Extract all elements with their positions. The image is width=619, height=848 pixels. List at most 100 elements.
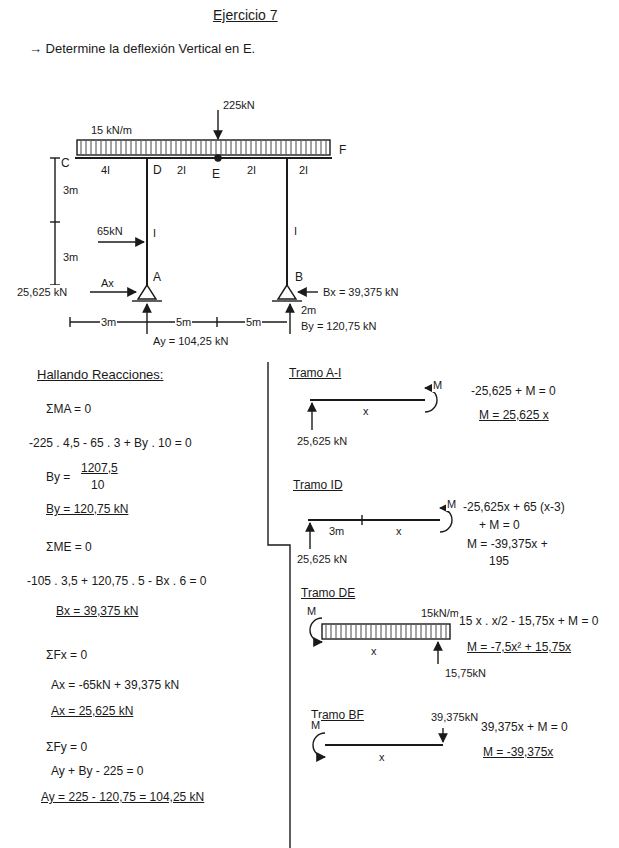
statement-text: → Determine la deflexión Vertical en E. (28, 42, 256, 56)
load-hatch (196, 141, 197, 154)
load-hatch (151, 141, 152, 154)
load-hatch (191, 141, 192, 154)
inertia-label: 2I (176, 163, 187, 177)
load-hatch (411, 625, 412, 638)
load-hatch (246, 141, 247, 154)
load-hatch (281, 141, 282, 154)
load-hatch (326, 141, 327, 154)
moment-arrow (310, 618, 322, 642)
reaction-arrow (90, 291, 136, 292)
load-hatch (81, 141, 82, 154)
reaction-value: By = 120,75 kN (300, 319, 378, 333)
section-heading: Tramo DE (300, 586, 356, 600)
result-text: M = -39,375x (482, 745, 554, 759)
column (286, 158, 288, 285)
equation-text: Ay + By - 225 = 0 (50, 764, 145, 778)
equation-text: -25,625 + M = 0 (470, 384, 557, 398)
axis-label: x (362, 404, 370, 418)
load-hatch (236, 141, 237, 154)
load-hatch (106, 141, 107, 154)
load-hatch (176, 141, 177, 154)
load-label: 15 kN/m (90, 123, 133, 137)
load-hatch (111, 141, 112, 154)
load-hatch (296, 141, 297, 154)
load-label: 15kN/m (420, 606, 460, 620)
equation-text: ΣFy = 0 (45, 740, 88, 754)
force-arrow (442, 728, 443, 742)
section-heading: Tramo A-I (288, 366, 342, 380)
result-text: M = 25,625 x (478, 408, 550, 422)
load-arrow (98, 241, 144, 242)
distributed-load (322, 624, 450, 639)
load-hatch (436, 625, 437, 638)
reaction-arrow (298, 291, 318, 292)
result-text: 195 (488, 554, 510, 568)
load-hatch (356, 625, 357, 638)
load-hatch (366, 625, 367, 638)
load-hatch (336, 625, 337, 638)
dimension-label: 3m (328, 524, 345, 538)
load-hatch (241, 141, 242, 154)
equation-text: ΣME = 0 (45, 540, 93, 554)
load-hatch (226, 141, 227, 154)
reaction-arrow (146, 304, 147, 334)
load-hatch (346, 625, 347, 638)
load-hatch (341, 625, 342, 638)
load-hatch (121, 141, 122, 154)
load-hatch (166, 141, 167, 154)
load-hatch (381, 625, 382, 638)
load-label: 225kN (222, 98, 256, 112)
ground-line (272, 300, 302, 301)
dimension-tick (50, 157, 60, 158)
load-hatch (301, 141, 302, 154)
node-letter: F (338, 143, 347, 157)
axis-label: x (395, 524, 403, 538)
load-hatch (416, 625, 417, 638)
load-hatch (316, 141, 317, 154)
load-hatch (211, 141, 212, 154)
result-text: M = -7,5x² + 15,75x (466, 640, 572, 654)
load-hatch (251, 141, 252, 154)
load-hatch (86, 141, 87, 154)
equation-text: ΣFx = 0 (45, 648, 88, 662)
load-hatch (96, 141, 97, 154)
equation-text: 39,375x + M = 0 (480, 720, 569, 734)
pin-support (278, 285, 296, 299)
equation-text: 15 x . x/2 - 15,75x + M = 0 (458, 614, 599, 628)
section-heading: Hallando Reacciones: (36, 368, 164, 382)
load-hatch (321, 141, 322, 154)
load-hatch (101, 141, 102, 154)
result-text: Bx = 39,375 kN (55, 604, 139, 618)
load-hatch (291, 141, 292, 154)
inertia-label: 2I (246, 163, 257, 177)
dimension-tick (50, 221, 60, 222)
moment-arrow (313, 733, 325, 757)
load-hatch (306, 141, 307, 154)
force-label: 25,625 kN (296, 434, 348, 448)
moment-label: M (306, 604, 317, 618)
inertia-label: 2I (298, 163, 309, 177)
inertia-label: I (293, 224, 298, 238)
reaction-arrow (289, 304, 290, 334)
load-hatch (326, 625, 327, 638)
load-hatch (231, 141, 232, 154)
load-hatch (161, 141, 162, 154)
load-hatch (216, 141, 217, 154)
load-hatch (271, 141, 272, 154)
dimension-label: 3m (62, 183, 79, 197)
ground-line (132, 300, 162, 301)
load-hatch (376, 625, 377, 638)
node-letter: D (152, 163, 163, 177)
dimension-label: 5m (245, 315, 262, 329)
load-hatch (146, 141, 147, 154)
node-letter: E (211, 167, 221, 181)
section-heading: Tramo ID (292, 478, 344, 492)
equation-text: ΣMA = 0 (45, 402, 92, 416)
moment-label: M (310, 718, 321, 732)
pin-support (138, 285, 156, 299)
reaction-value: Ay = 104,25 kN (152, 334, 229, 348)
load-hatch (421, 625, 422, 638)
moment-arrow (440, 508, 452, 532)
load-hatch (331, 625, 332, 638)
